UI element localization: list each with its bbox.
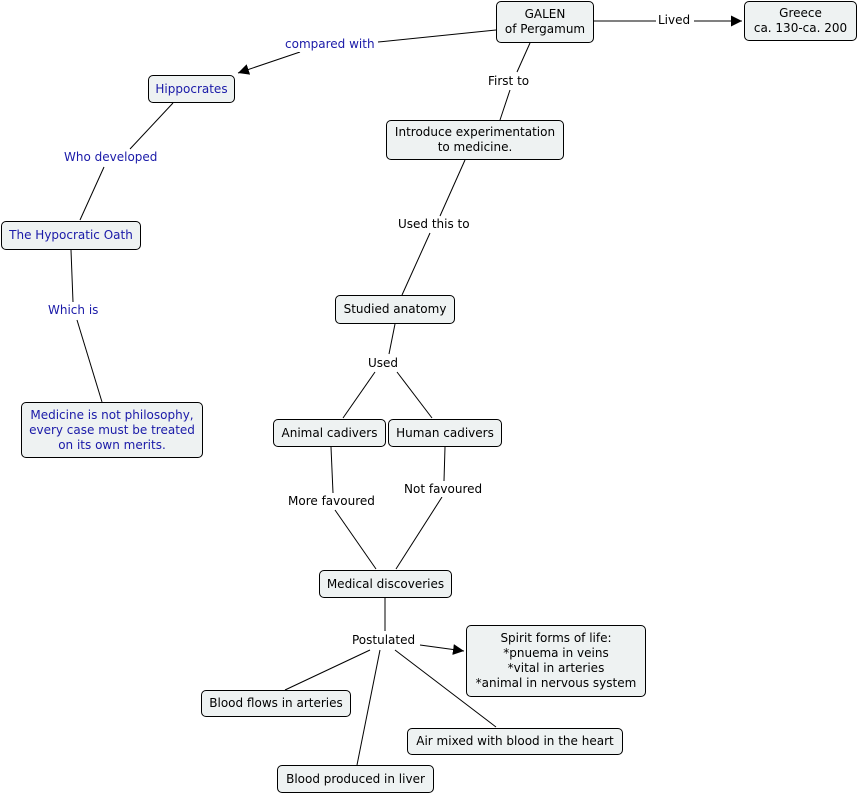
edge-whodeveloped-oath	[79, 166, 105, 221]
edge-studied-used	[388, 323, 396, 355]
link-who-developed: Who developed	[64, 150, 158, 165]
edge-oath-whichis	[70, 249, 74, 303]
edge-galen-firstto	[516, 42, 531, 73]
node-blood-arteries: Blood flows in arteries	[201, 690, 351, 717]
node-oath: The Hypocratic Oath	[1, 221, 141, 250]
node-animal-cadivers: Animal cadivers	[273, 419, 386, 447]
edge-whichis-medicine	[76, 319, 103, 403]
node-spirit-forms: Spirit forms of life: *pnuema in veins *…	[466, 625, 646, 697]
node-medical-discoveries: Medical discoveries	[319, 570, 452, 598]
node-introduce: Introduce experimentation to medicine.	[386, 120, 564, 160]
edge-postulated-air	[394, 649, 497, 728]
link-not-favoured: Not favoured	[404, 482, 483, 497]
edge-animal-morefavoured	[330, 446, 334, 494]
link-postulated: Postulated	[352, 633, 416, 648]
edge-human-notfavoured	[443, 446, 446, 482]
link-more-favoured: More favoured	[288, 494, 375, 509]
link-compared-with: compared with	[285, 37, 375, 52]
node-studied-anatomy: Studied anatomy	[335, 295, 455, 324]
node-human-cadivers: Human cadivers	[388, 419, 502, 447]
edge-used-human	[396, 371, 433, 419]
edge-introduce-usedthisto	[439, 159, 466, 217]
node-galen: GALEN of Pergamum	[496, 1, 594, 43]
edge-postulated-spirit	[419, 644, 465, 655]
link-lived: Lived	[658, 13, 691, 28]
link-first-to: First to	[488, 74, 530, 89]
edge-firstto-introduce	[499, 89, 511, 121]
edge-morefavoured-discoveries	[334, 509, 377, 570]
node-air-blood-heart: Air mixed with blood in the heart	[407, 728, 623, 755]
edge-notfavoured-discoveries	[395, 496, 443, 570]
node-medicine-philosophy: Medicine is not philosophy, every case m…	[21, 402, 203, 458]
node-greece: Greece ca. 130-ca. 200	[744, 1, 857, 41]
edge-hippocrates-whodeveloped	[129, 102, 174, 150]
edge-postulated-liver	[356, 649, 381, 766]
link-used: Used	[368, 356, 399, 371]
edge-galen-compared	[377, 29, 497, 43]
link-which-is: Which is	[48, 303, 99, 318]
edge-postulated-arteries	[284, 649, 371, 691]
node-hippocrates: Hippocrates	[148, 75, 235, 103]
edge-usedthisto-studied	[401, 232, 431, 296]
edge-compared-hippocrates	[237, 51, 301, 75]
node-blood-liver: Blood produced in liver	[277, 765, 434, 793]
link-used-this-to: Used this to	[398, 217, 470, 232]
edge-used-animal	[342, 371, 376, 419]
